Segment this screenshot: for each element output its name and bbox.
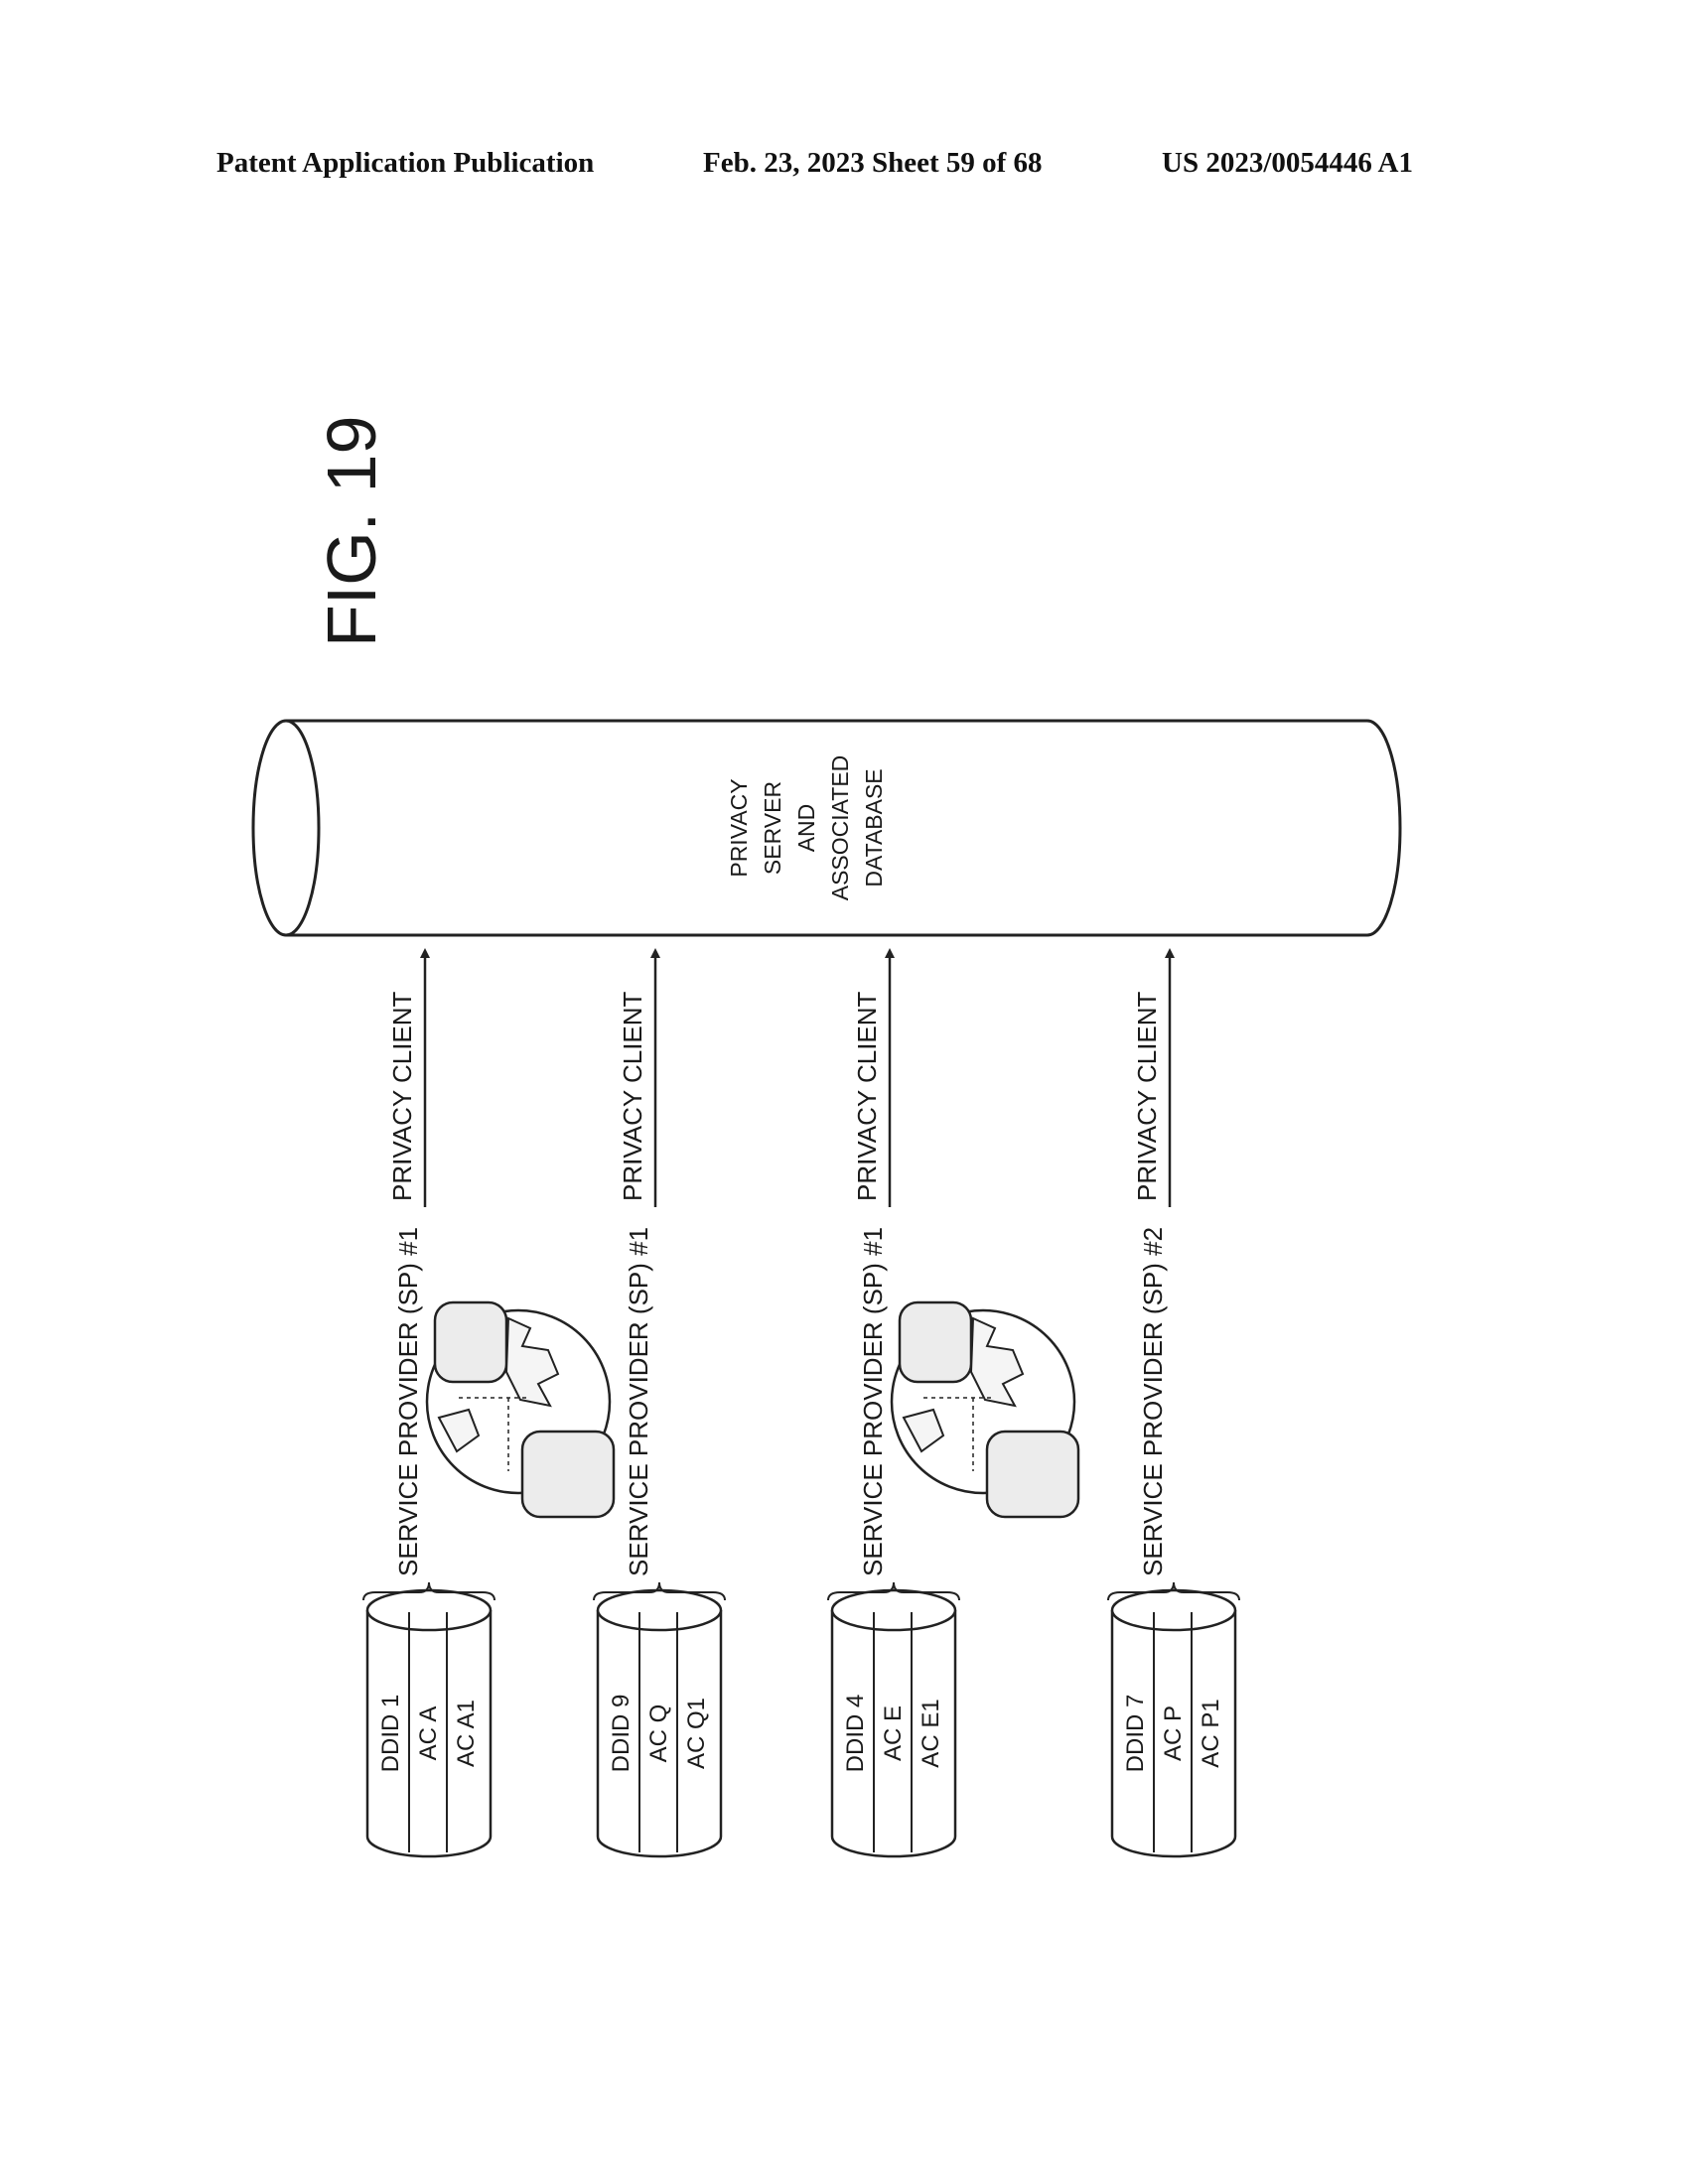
cylinder-top: [1110, 1588, 1237, 1632]
curly-brace: [593, 1581, 726, 1601]
figure-label: FIG. 19: [313, 416, 390, 647]
service-provider-row: DDID 9 AC Q AC Q1 SERVICE PROVIDER (SP) #1 P…: [593, 948, 726, 1858]
cylinder-body: [596, 1610, 723, 1858]
continent-block: [520, 1430, 616, 1519]
cylinder-body: [365, 1610, 493, 1858]
data-segment-label: AC P: [1160, 1706, 1187, 1761]
continent-block: [433, 1300, 508, 1384]
data-segment-label: DDID 1: [377, 1695, 404, 1773]
data-segment-label: DDID 4: [842, 1695, 869, 1773]
globe-icon: [425, 1300, 616, 1519]
date-sheet-info: Feb. 23, 2023 Sheet 59 of 68: [703, 147, 1043, 179]
data-segment-label: DDID 9: [608, 1695, 635, 1773]
privacy-client-label: PRIVACY CLIENT: [618, 991, 647, 1201]
server-label: PRIVACY SERVER AND ASSOCIATED DATABASE: [726, 755, 887, 901]
curly-brace: [827, 1581, 960, 1601]
cylinder-top: [830, 1588, 957, 1632]
privacy-server-database: PRIVACY SERVER AND ASSOCIATED DATABASE: [251, 719, 1402, 937]
data-segment-label: AC A1: [453, 1700, 480, 1767]
service-provider-row: DDID 7 AC P AC P1 SERVICE PROVIDER (SP) #2 P…: [1107, 948, 1240, 1858]
data-segment-label: AC Q: [645, 1705, 672, 1763]
globe-icon: [890, 1300, 1080, 1519]
page-header: Patent Application Publication Feb. 23, …: [0, 0, 1695, 258]
continent-block: [985, 1430, 1080, 1519]
curly-brace: [1107, 1581, 1240, 1601]
service-provider-label: SERVICE PROVIDER (SP) #1: [393, 1227, 423, 1576]
data-segment-label: DDID 7: [1122, 1695, 1149, 1773]
cylinder-top: [596, 1588, 723, 1632]
server-label-line: ASSOCIATED: [827, 755, 853, 901]
service-provider-label: SERVICE PROVIDER (SP) #2: [1138, 1227, 1168, 1576]
continent-block: [898, 1300, 973, 1384]
service-provider-row: DDID 1 AC A AC A1 SERVICE PROVIDER (SP) #1 P…: [362, 948, 616, 1858]
server-label-line: AND: [793, 804, 819, 853]
data-store-cylinder: DDID 7 AC P AC P1: [1110, 1588, 1237, 1858]
curly-brace: [362, 1581, 495, 1601]
privacy-client-label: PRIVACY CLIENT: [387, 991, 417, 1201]
server-label-line: DATABASE: [861, 768, 887, 887]
data-segment-label: AC A: [415, 1706, 442, 1761]
data-segment-label: AC E: [880, 1706, 907, 1761]
publication-title: Patent Application Publication: [216, 147, 595, 179]
data-segment-label: AC Q1: [683, 1698, 710, 1769]
service-provider-row: DDID 4 AC E AC E1 SERVICE PROVIDER (SP) #1 P…: [827, 948, 1080, 1858]
cylinder-body: [1110, 1610, 1237, 1858]
landmass: [437, 1408, 481, 1453]
cylinder-body: [830, 1610, 957, 1858]
landmass: [969, 1316, 1025, 1408]
service-provider-rows: DDID 1 AC A AC A1 SERVICE PROVIDER (SP) #1 P…: [362, 948, 1240, 1858]
server-label-line: SERVER: [760, 781, 785, 875]
privacy-client-label: PRIVACY CLIENT: [1132, 991, 1162, 1201]
data-store-cylinder: DDID 4 AC E AC E1: [830, 1588, 957, 1858]
data-segment-label: AC P1: [1198, 1699, 1224, 1767]
data-store-cylinder: DDID 9 AC Q AC Q1: [596, 1588, 723, 1858]
cylinder-top: [365, 1588, 493, 1632]
data-store-cylinder: DDID 1 AC A AC A1: [365, 1588, 493, 1858]
landmass: [504, 1316, 560, 1408]
landmass: [902, 1408, 945, 1453]
service-provider-label: SERVICE PROVIDER (SP) #1: [858, 1227, 888, 1576]
patent-number: US 2023/0054446 A1: [1162, 147, 1413, 179]
service-provider-label: SERVICE PROVIDER (SP) #1: [624, 1227, 653, 1576]
data-segment-label: AC E1: [918, 1699, 944, 1767]
server-label-line: PRIVACY: [726, 778, 752, 877]
privacy-client-label: PRIVACY CLIENT: [852, 991, 882, 1201]
